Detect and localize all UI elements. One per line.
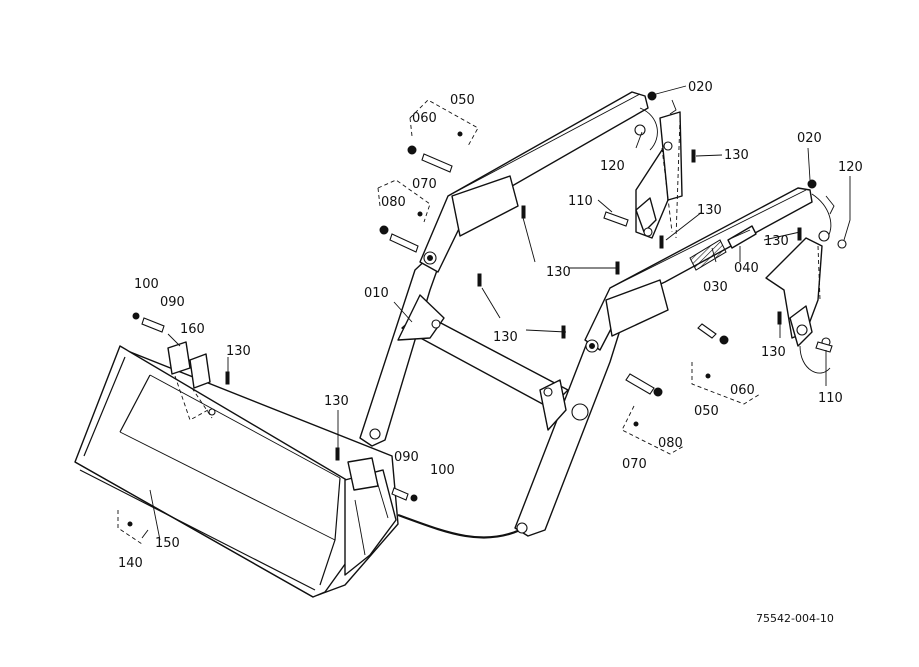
label-150: 150	[155, 536, 180, 551]
label-070-front: 070	[622, 457, 647, 472]
label-130-hitch: 130	[324, 394, 349, 409]
leader-lines	[141, 85, 851, 541]
front-mount-assembly	[765, 179, 847, 374]
label-100-left: 100	[134, 277, 159, 292]
label-090-left: 090	[160, 295, 185, 310]
label-070-rear: 070	[412, 177, 437, 192]
label-080-rear: 080	[381, 195, 406, 210]
fasteners	[132, 145, 833, 502]
label-120-front: 120	[838, 160, 863, 175]
label-120-rear: 120	[600, 159, 625, 174]
label-040: 040	[734, 261, 759, 276]
label-060-front: 060	[730, 383, 755, 398]
label-140: 140	[118, 556, 143, 571]
label-030: 030	[703, 280, 728, 295]
label-130-top: 130	[724, 148, 749, 163]
label-110-rear: 110	[568, 194, 593, 209]
hydraulic-hose	[397, 513, 521, 539]
part-labels: 020 050 060 120 130 020 120 070 080 110 …	[118, 80, 863, 625]
label-160: 160	[180, 322, 205, 337]
reference-code: 75542-004-10	[756, 612, 834, 625]
label-110-front: 110	[818, 391, 843, 406]
label-130-front-right: 130	[764, 234, 789, 249]
label-130-bucket: 130	[226, 344, 251, 359]
rear-mount-assembly	[634, 91, 683, 239]
label-130-mid: 130	[697, 203, 722, 218]
label-130-lower: 130	[493, 330, 518, 345]
loader-frame	[359, 91, 813, 537]
label-010: 010	[364, 286, 389, 301]
label-090-right: 090	[394, 450, 419, 465]
label-100-right: 100	[430, 463, 455, 478]
label-050-front: 050	[694, 404, 719, 419]
bucket	[74, 341, 399, 598]
label-020-rear: 020	[688, 80, 713, 95]
label-130-front-lower: 130	[761, 345, 786, 360]
kit-brackets	[117, 99, 761, 545]
label-130-center: 130	[546, 265, 571, 280]
label-060-rear: 060	[412, 111, 437, 126]
label-080-front: 080	[658, 436, 683, 451]
label-050-rear: 050	[450, 93, 475, 108]
label-020-front: 020	[797, 131, 822, 146]
